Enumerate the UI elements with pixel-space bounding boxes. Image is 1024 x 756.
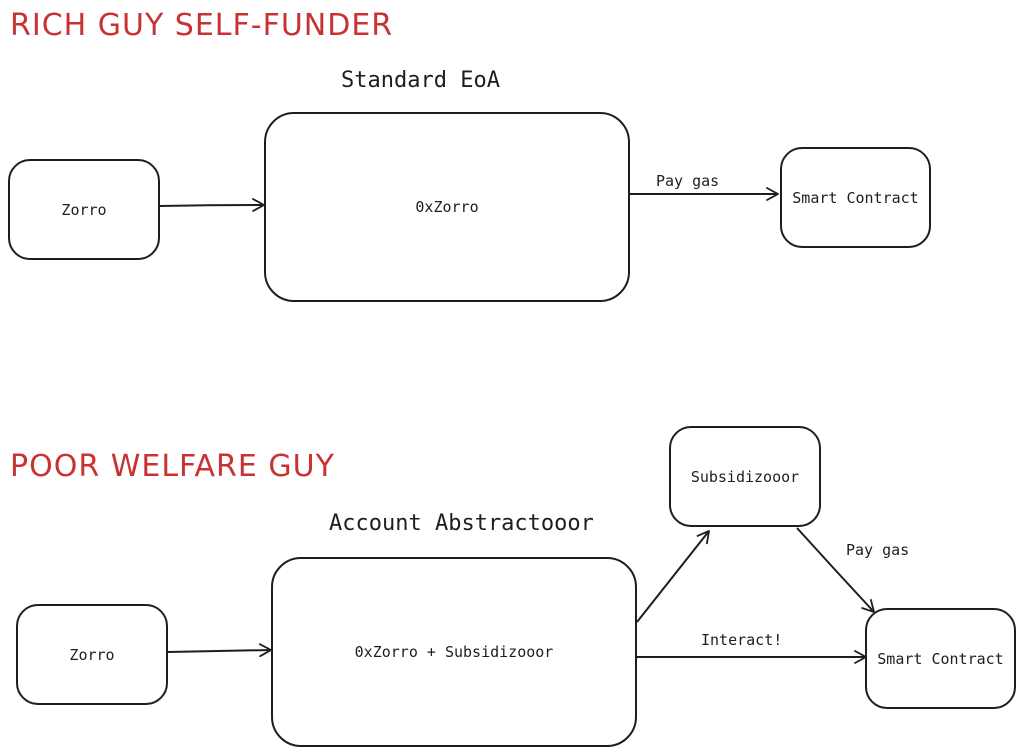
- box-zorro-bottom: Zorro: [16, 604, 168, 705]
- box-subsidizer: Subsidizooor: [669, 426, 821, 527]
- box-label: Smart Contract: [792, 188, 919, 207]
- box-smart-contract-top: Smart Contract: [780, 147, 931, 248]
- box-zorro-top: Zorro: [8, 159, 160, 260]
- arrow-subsidizer-to-contract: [796, 527, 875, 613]
- edge-label-pay-gas-top: Pay gas: [656, 172, 720, 190]
- edge-label-interact: Interact!: [701, 631, 783, 649]
- box-label: Zorro: [61, 200, 107, 219]
- box-label: Subsidizooor: [690, 467, 800, 486]
- caption-standard-eoa: Standard EoA: [341, 68, 500, 93]
- box-smart-contract-bottom: Smart Contract: [865, 608, 1016, 709]
- caption-account-abstractooor: Account Abstractooor: [329, 511, 594, 536]
- box-account-top: 0xZorro: [264, 112, 630, 302]
- arrow-zorro-to-account-bottom: [167, 643, 272, 658]
- box-label: Zorro: [69, 645, 115, 664]
- arrow-zorro-to-account-top: [159, 198, 265, 212]
- section-heading-poor: POOR WELFARE GUY: [10, 449, 335, 484]
- box-label: 0xZorro + Subsidizooor: [354, 643, 554, 661]
- arrow-account-to-subsidizer: [636, 530, 710, 623]
- box-label: 0xZorro: [415, 198, 479, 216]
- box-account-bottom: 0xZorro + Subsidizooor: [271, 557, 637, 747]
- box-label: Smart Contract: [877, 649, 1004, 668]
- edge-label-pay-gas-bottom: Pay gas: [846, 541, 910, 559]
- section-heading-rich: RICH GUY SELF-FUNDER: [10, 8, 394, 43]
